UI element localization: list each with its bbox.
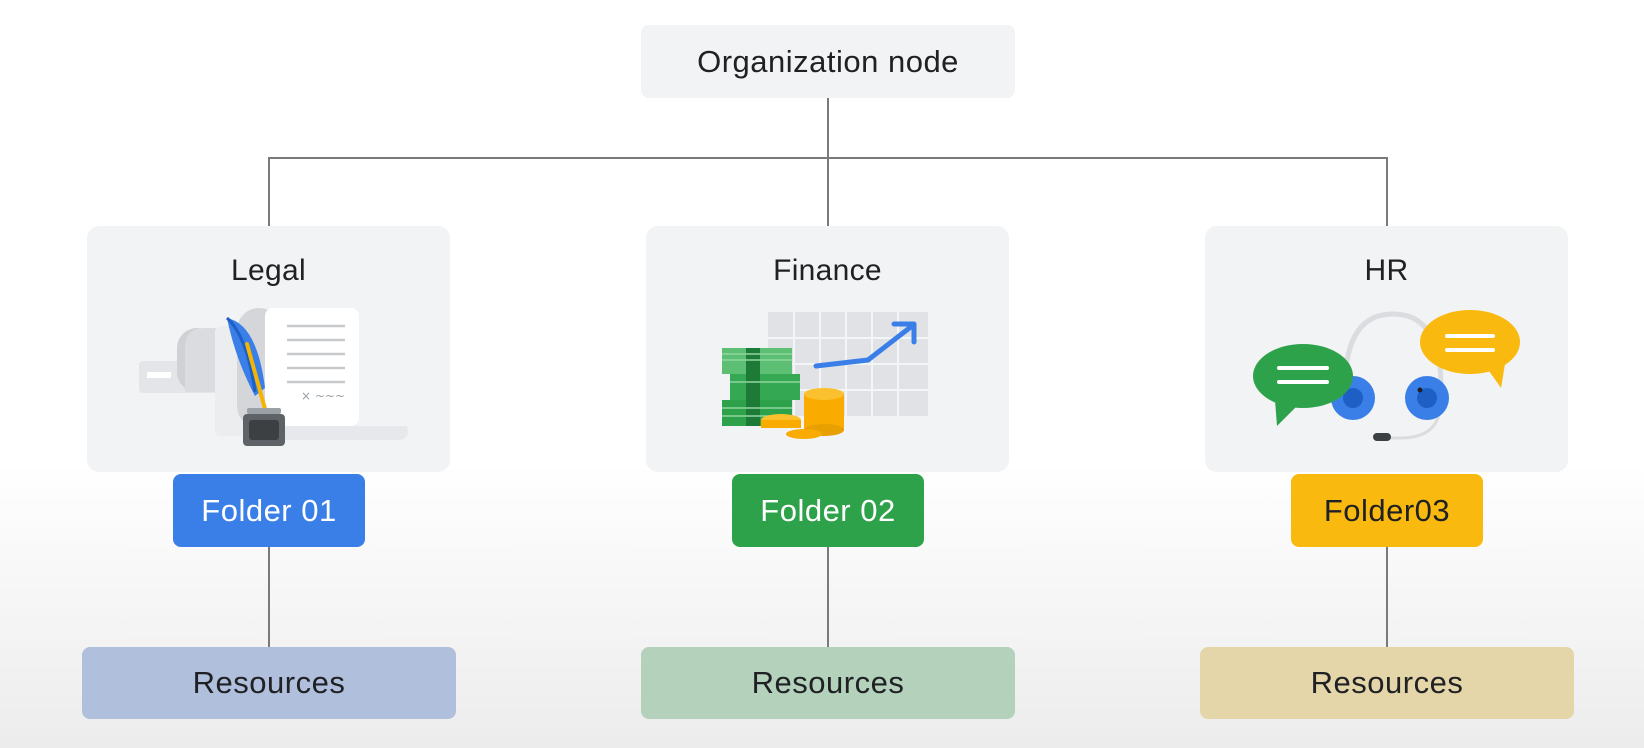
department-title-hr: HR <box>1364 254 1409 287</box>
resources-node-legal: Resources <box>82 647 456 719</box>
connector-org-down <box>827 98 829 159</box>
connector-to-legal <box>268 157 270 226</box>
department-card-legal: Legal × ~~~ <box>87 226 450 472</box>
headset-chat-bubbles-illustration <box>1253 310 1520 441</box>
resources-label-legal: Resources <box>192 665 346 700</box>
folder-02-node: Folder 02 <box>732 474 924 547</box>
department-title-legal: Legal <box>231 254 306 287</box>
department-card-finance: Finance <box>646 226 1009 472</box>
department-title-finance: Finance <box>773 254 882 287</box>
folder-02-label: Folder 02 <box>760 492 896 528</box>
resources-label-finance: Resources <box>751 665 905 700</box>
connector-folder02-resources <box>827 547 829 647</box>
resources-node-hr: Resources <box>1200 647 1574 719</box>
folder-01-label: Folder 01 <box>201 492 337 528</box>
folder-01-node: Folder 01 <box>173 474 365 547</box>
connector-folder01-resources <box>268 547 270 647</box>
organization-node-label: Organization node <box>697 43 959 79</box>
connector-to-hr <box>1386 157 1388 226</box>
money-growth-chart-illustration <box>722 312 928 439</box>
department-card-hr: HR <box>1205 226 1568 472</box>
folder-03-label: Folder03 <box>1323 492 1451 528</box>
connector-folder03-resources <box>1386 547 1388 647</box>
connector-to-finance <box>827 157 829 226</box>
legal-documents-quill-illustration: × ~~~ <box>139 308 408 446</box>
resources-label-hr: Resources <box>1310 665 1464 700</box>
svg-text:× ~~~: × ~~~ <box>301 389 345 403</box>
organization-node: Organization node <box>641 25 1015 98</box>
folder-03-node: Folder03 <box>1291 474 1483 547</box>
resources-node-finance: Resources <box>641 647 1015 719</box>
